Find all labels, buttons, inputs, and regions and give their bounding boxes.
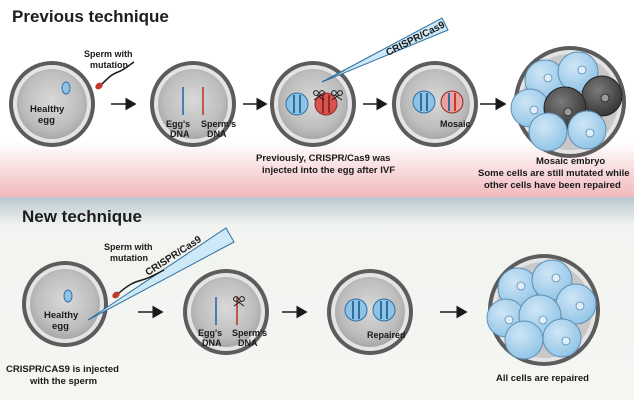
previous-caption5-3: other cells have been repaired bbox=[484, 180, 621, 191]
previous-caption5-2: Some cells are still mutated while bbox=[478, 168, 630, 179]
red-nucleus-icon bbox=[314, 92, 338, 116]
previous-caption3-1: Previously, CRISPR/Cas9 was bbox=[256, 153, 390, 164]
blue-nucleus-icon bbox=[412, 90, 436, 114]
previous-sperm-label-1: Sperm with bbox=[84, 49, 133, 59]
new-egg-healthy bbox=[22, 261, 108, 347]
scissors-icon bbox=[313, 90, 325, 101]
previous-egg-dna bbox=[150, 61, 236, 147]
mixed-nucleus-icon bbox=[440, 90, 464, 114]
blue-nucleus-icon bbox=[344, 298, 368, 322]
sperm-icon bbox=[112, 269, 165, 299]
new-egg2-left-2: DNA bbox=[202, 338, 222, 348]
nucleus-icon bbox=[61, 81, 71, 95]
new-repaired-embryo bbox=[486, 254, 600, 366]
new-egg-repaired bbox=[327, 269, 413, 355]
new-sperm-label-2: mutation bbox=[110, 253, 148, 263]
previous-caption5-1: Mosaic embryo bbox=[536, 156, 605, 167]
new-egg2-right-1: Sperm's bbox=[232, 328, 267, 338]
previous-egg2-left-1: Egg's bbox=[166, 119, 190, 129]
blue-nucleus-icon bbox=[372, 298, 396, 322]
blue-nucleus-icon bbox=[285, 92, 309, 116]
previous-mosaic-embryo bbox=[510, 46, 626, 158]
previous-egg-mosaic bbox=[392, 61, 478, 147]
previous-egg1-label-1: Healthy bbox=[30, 104, 65, 115]
sperm-icon bbox=[95, 61, 135, 90]
new-egg2-left-1: Egg's bbox=[198, 328, 222, 338]
previous-egg2-right-1: Sperm's bbox=[201, 119, 236, 129]
previous-egg2-left-2: DNA bbox=[170, 129, 190, 139]
new-caption1-1: CRISPR/CAS9 is injected bbox=[6, 364, 119, 375]
previous-egg2-right-2: DNA bbox=[207, 129, 227, 139]
previous-egg4-label: Mosaic bbox=[440, 119, 471, 129]
new-caption4: All cells are repaired bbox=[496, 373, 589, 384]
previous-sperm-label-2: mutation bbox=[90, 60, 128, 70]
new-egg3-label: Repaired bbox=[367, 330, 406, 340]
new-egg1-label-2: egg bbox=[52, 321, 69, 332]
new-sperm-label-1: Sperm with bbox=[104, 242, 153, 252]
new-caption1-2: with the sperm bbox=[29, 376, 97, 387]
previous-egg1-label-2: egg bbox=[38, 115, 55, 126]
previous-egg-healthy bbox=[9, 61, 95, 147]
previous-egg-injection bbox=[270, 61, 356, 147]
nucleus-icon bbox=[63, 289, 73, 303]
scissors-icon bbox=[331, 90, 343, 101]
new-title: New technique bbox=[22, 207, 142, 226]
previous-caption3-2: injected into the egg after IVF bbox=[262, 165, 395, 176]
new-egg1-label-1: Healthy bbox=[44, 310, 79, 321]
previous-title: Previous technique bbox=[12, 7, 169, 26]
new-egg-dna bbox=[183, 269, 269, 355]
scissors-icon bbox=[233, 296, 245, 307]
pipette-icon bbox=[321, 17, 449, 83]
new-egg2-right-2: DNA bbox=[238, 338, 258, 348]
